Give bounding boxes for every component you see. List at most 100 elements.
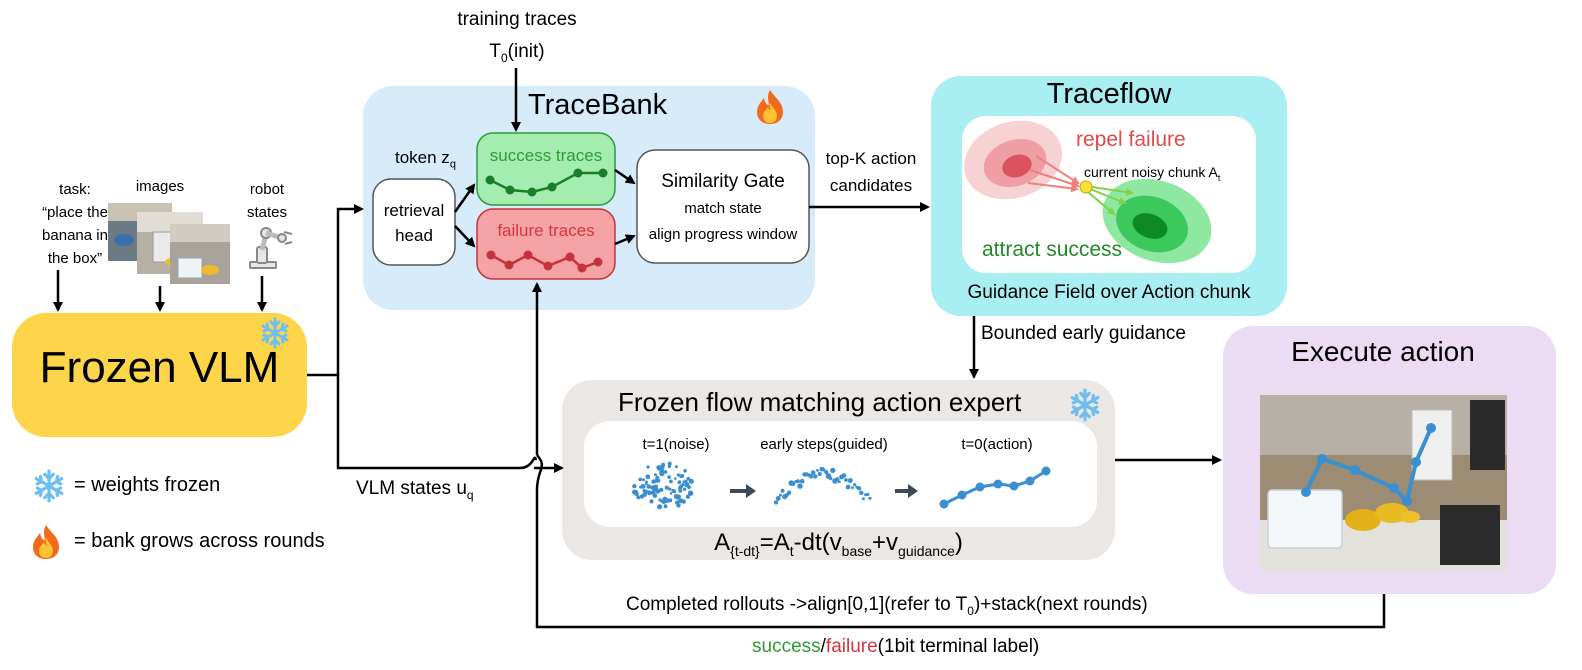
robot-line-2: states: [246, 204, 288, 221]
eq-plus: +v: [872, 529, 899, 556]
noise-dot: [652, 493, 658, 498]
task-label: task:: [59, 181, 91, 198]
guided-dot: [830, 467, 836, 474]
noise-dot-cloud: [632, 461, 694, 510]
noisy-chunk-label: current noisy chunk At: [1084, 164, 1220, 183]
guided-dot: [829, 476, 833, 481]
noise-dot: [638, 477, 642, 482]
noise-dot: [646, 465, 650, 469]
success-trace-line: [485, 168, 608, 197]
noise-dot: [676, 473, 681, 477]
guided-dot: [799, 478, 805, 484]
vlm-states-hop: [519, 456, 538, 470]
vlm-to-tracebank-arrow: [307, 204, 364, 377]
guided-dot: [844, 478, 848, 482]
noise-dot: [667, 464, 671, 469]
guided-dot-arc: [773, 466, 872, 505]
retrieval-line-1: retrieval: [383, 201, 445, 220]
eq-mid: -dt(v: [793, 529, 842, 556]
terminal-rest: (1bit terminal label): [877, 636, 1040, 657]
guided-dot: [813, 474, 818, 479]
noise-dot: [664, 504, 668, 509]
noise-dot: [636, 495, 641, 500]
bounded-guidance-label: Bounded early guidance: [981, 323, 1186, 344]
noise-dot: [658, 498, 662, 502]
guided-dot: [853, 483, 857, 487]
noise-dot: [682, 487, 687, 491]
noise-dot: [655, 475, 660, 479]
legend-flame-icon: [33, 525, 59, 559]
eq-base-sub: base: [841, 542, 873, 559]
execute-title: Execute action: [1291, 336, 1475, 367]
noise-dot: [683, 479, 688, 484]
eq-end: ): [954, 529, 963, 556]
terminal-failure: failure: [825, 636, 878, 657]
step-action-label: t=0(action): [961, 436, 1033, 453]
topk-line-1: top-K action: [825, 149, 917, 168]
noise-dot: [649, 499, 654, 504]
action-trajectory: [939, 466, 1051, 509]
vlm-states-main: VLM states u: [356, 478, 467, 499]
feedback-loop-hop: [535, 454, 544, 491]
noise-dot: [645, 474, 651, 480]
noise-dot: [642, 478, 645, 482]
eq-eq: =A: [759, 529, 790, 556]
execute-robot-photo: [1260, 395, 1507, 571]
step-guided-label: early steps(guided): [760, 436, 888, 453]
step-noise-label: t=1(noise): [642, 436, 710, 453]
noise-dot: [673, 490, 677, 494]
noise-dot: [674, 477, 677, 480]
robot-states-label: robot states: [232, 178, 302, 224]
guided-dot: [775, 496, 781, 501]
failure-field-blob: [964, 120, 1062, 200]
noise-dot: [667, 461, 672, 466]
robot-line-1: robot: [249, 181, 285, 198]
failure-traces-label: failure traces: [497, 221, 595, 240]
token-label: token zq: [395, 148, 456, 170]
feedback-loop-line: [535, 490, 1386, 629]
noise-dot: [676, 503, 681, 508]
rollouts-main: Completed rollouts ->align[0,1](refer to…: [626, 594, 968, 615]
repel-label: repel failure: [1076, 128, 1186, 151]
noise-dot: [632, 484, 637, 489]
gate-line-2: align progress window: [648, 226, 798, 243]
guided-dot: [795, 479, 800, 484]
guided-dot: [838, 480, 841, 484]
noise-dot: [668, 487, 672, 491]
images-label: images: [135, 178, 185, 195]
repel-arrows: [1027, 155, 1080, 193]
noise-dot: [678, 488, 683, 493]
similarity-gate-title: Similarity Gate: [661, 171, 785, 192]
guided-dot: [810, 470, 816, 475]
noisy-chunk-point: [1079, 180, 1093, 194]
guided-dot: [845, 484, 851, 490]
retrieval-head-label: retrieval head: [373, 198, 455, 248]
retrieval-line-2: head: [395, 226, 433, 245]
vlm-title: Frozen VLM: [39, 343, 280, 392]
step-arrow-2: [895, 484, 918, 498]
retrieval-to-success-arrow: [453, 183, 476, 213]
robot-arm-icon: [249, 227, 293, 269]
task-input: task: “place the banana in the box”: [40, 178, 110, 270]
rollouts-rest: )+stack(next rounds): [973, 594, 1148, 615]
noise-dot: [677, 480, 682, 485]
noise-dot: [664, 499, 668, 503]
guided-dot: [868, 496, 872, 500]
success-traces-label: success traces: [489, 146, 603, 165]
noise-dot: [686, 495, 690, 499]
input-images: [108, 203, 230, 284]
eq-a-sub: {t-dt}: [730, 542, 760, 559]
guided-dot: [787, 490, 792, 495]
topk-label: top-K action candidates: [812, 145, 930, 199]
expert-title-text: Frozen flow matching action expert: [618, 387, 1022, 417]
noise-dot: [669, 479, 673, 484]
noise-dot: [656, 465, 662, 471]
rollouts-label: Completed rollouts ->align[0,1](refer to…: [626, 594, 1148, 618]
guided-dot: [780, 488, 785, 493]
vlm-box: [12, 313, 307, 437]
noise-dot: [669, 492, 673, 495]
guided-dot: [856, 486, 862, 491]
task-line-3: the box”: [47, 250, 103, 267]
noise-dot: [651, 479, 656, 484]
noise-dot: [657, 504, 663, 510]
